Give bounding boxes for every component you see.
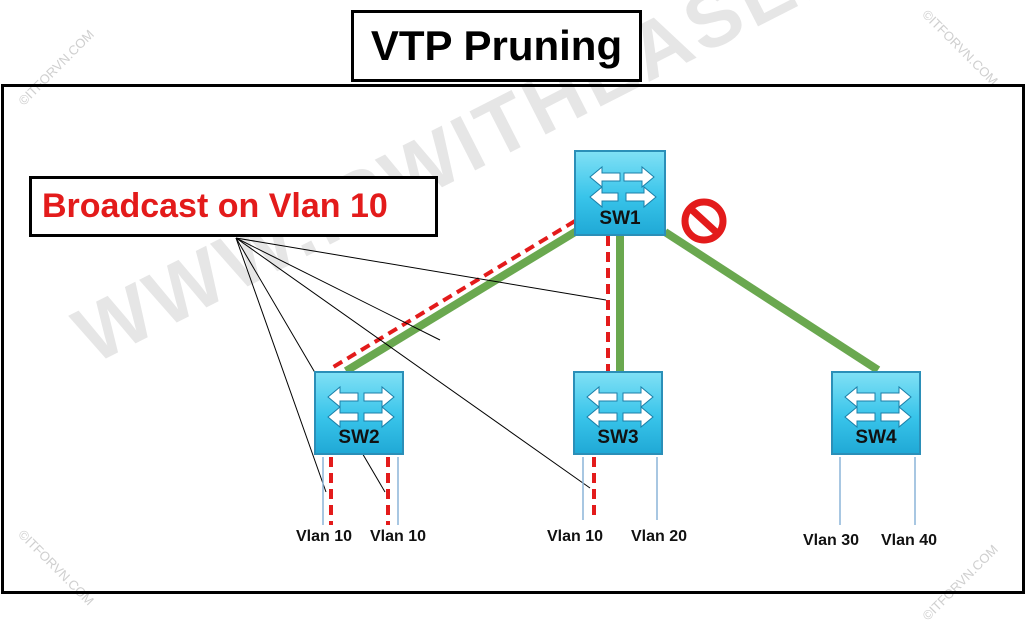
pointer-line-5 — [235, 237, 441, 341]
switch-sw1: SW1 — [574, 150, 666, 236]
switch-sw4: SW4 — [831, 371, 921, 455]
switch-label: SW1 — [599, 208, 641, 229]
broadcast-sw1-sw2 — [328, 219, 577, 371]
switch-label: SW3 — [597, 427, 639, 448]
vlan-label-sw2-b: Vlan 10 — [370, 528, 427, 545]
vlan-label-sw3-a: Vlan 10 — [547, 528, 604, 545]
pointer-line-1 — [235, 237, 607, 301]
switch-arrows-icon — [589, 165, 657, 209]
switch-label: SW2 — [338, 427, 380, 448]
diagram-frame — [1, 84, 1025, 594]
switch-arrows-icon — [844, 385, 912, 429]
pointer-line-4 — [235, 237, 591, 489]
broadcast-callout: Broadcast on Vlan 10 — [29, 176, 438, 237]
vlan-label-sw4-a: Vlan 30 — [803, 532, 860, 549]
pruned-icon — [681, 198, 727, 244]
vlan-label-sw3-b: Vlan 20 — [631, 528, 688, 545]
switch-label: SW4 — [855, 427, 897, 448]
vlan-label-sw2-a: Vlan 10 — [296, 528, 353, 545]
switch-arrows-icon — [586, 385, 654, 429]
switch-sw2: SW2 — [314, 371, 404, 455]
vlan-label-sw4-b: Vlan 40 — [881, 532, 938, 549]
switch-sw3: SW3 — [573, 371, 663, 455]
page-title: VTP Pruning — [351, 10, 642, 82]
pointer-line-2 — [235, 237, 327, 493]
switch-arrows-icon — [327, 385, 395, 429]
trunk-sw1-sw2 — [343, 222, 588, 375]
trunk-sw1-sw4 — [662, 228, 881, 374]
